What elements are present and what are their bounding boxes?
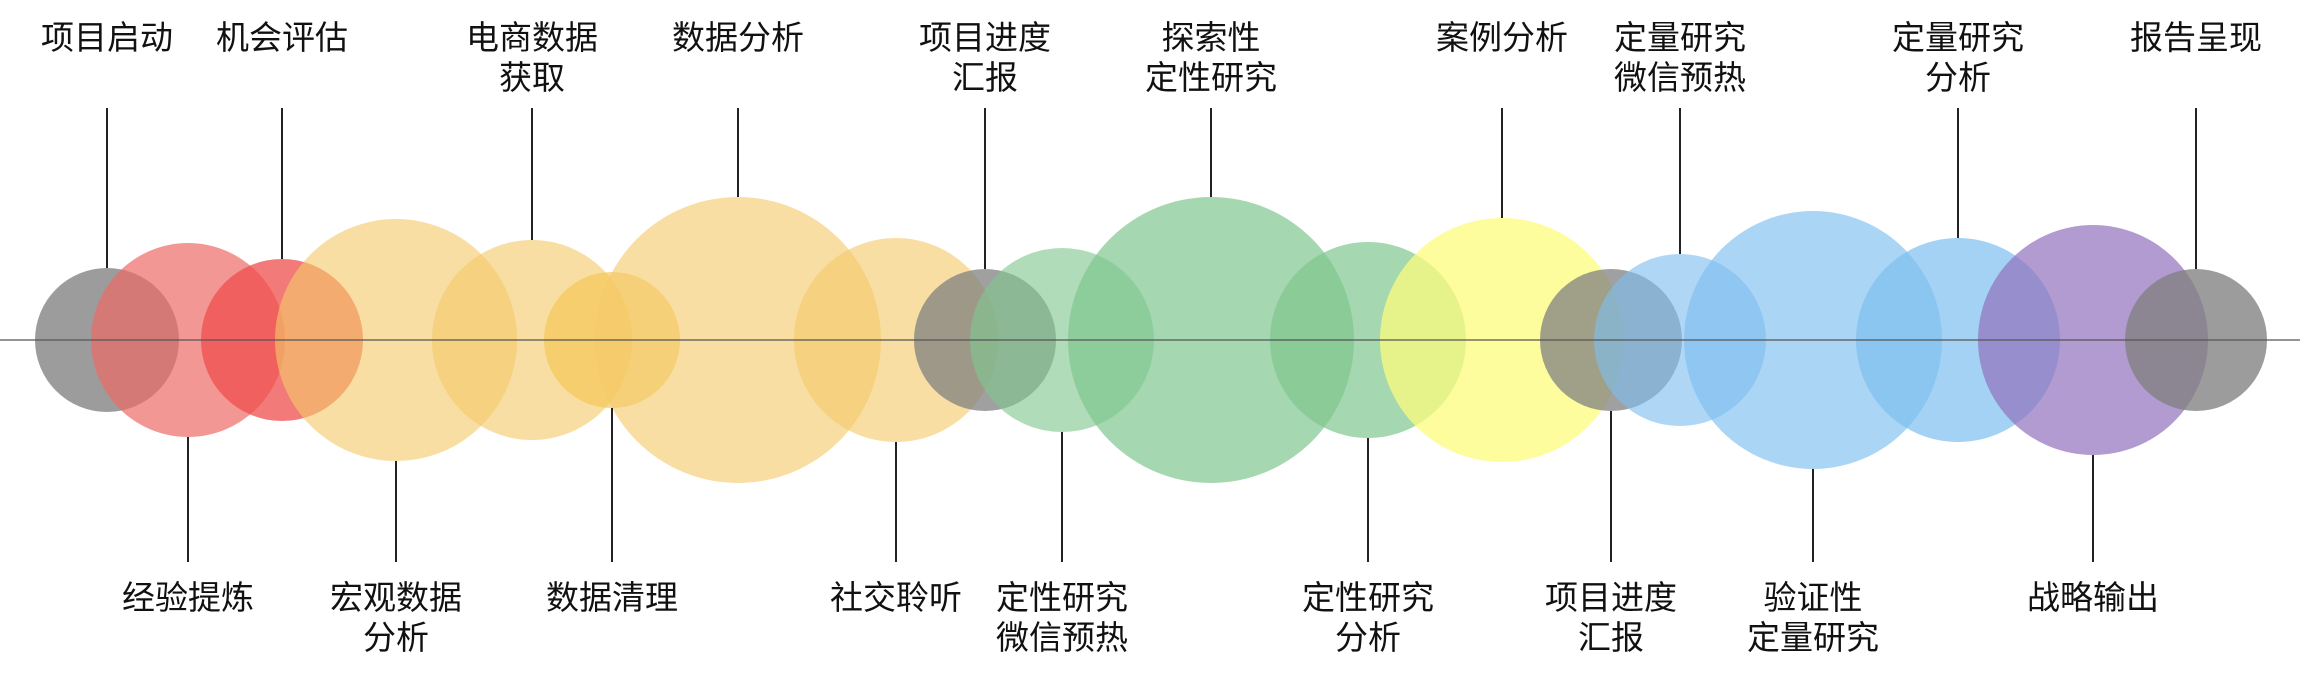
stage-label-s09: 项目进度 汇报 — [919, 18, 1051, 97]
stage-label-s10: 定性研究 微信预热 — [996, 578, 1128, 657]
stage-label-s07: 数据分析 — [672, 18, 804, 57]
stage-label-s15: 定量研究 微信预热 — [1614, 18, 1746, 97]
stage-label-s11: 探索性 定性研究 — [1145, 18, 1277, 97]
stage-label-s14: 项目进度 汇报 — [1545, 578, 1677, 657]
stage-label-s08: 社交聆听 — [830, 578, 962, 617]
stage-label-s01: 项目启动 — [41, 18, 173, 57]
stage-label-s16: 验证性 定量研究 — [1747, 578, 1879, 657]
stage-label-s02: 经验提炼 — [122, 578, 254, 617]
leader-lines-group — [106, 108, 2197, 562]
stage-label-s13: 案例分析 — [1436, 18, 1568, 57]
stage-label-s06: 数据清理 — [546, 578, 678, 617]
stage-label-s05: 电商数据 获取 — [466, 18, 598, 97]
stage-label-s03: 机会评估 — [216, 18, 348, 57]
stage-label-s18: 战略输出 — [2027, 578, 2159, 617]
stage-label-s19: 报告呈现 — [2130, 18, 2262, 57]
stage-label-s04: 宏观数据 分析 — [330, 578, 462, 657]
stage-label-s17: 定量研究 分析 — [1892, 18, 2024, 97]
stage-label-s12: 定性研究 分析 — [1302, 578, 1434, 657]
